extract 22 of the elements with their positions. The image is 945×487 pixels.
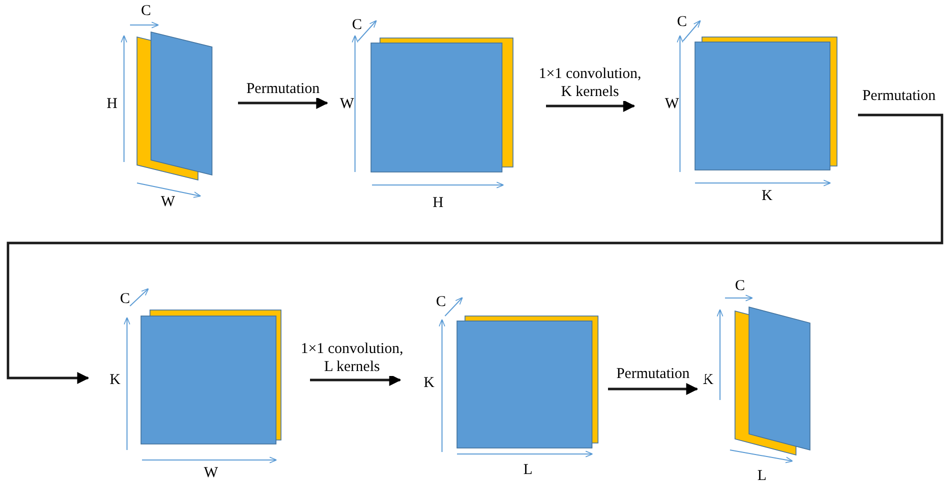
axis-label: W [340, 96, 354, 112]
axis-label: C [677, 14, 687, 30]
axis-label: W [160, 194, 176, 210]
axis-label: H [106, 96, 118, 112]
arrow [238, 97, 328, 109]
axis-label: C [436, 294, 446, 310]
axis-label: W [204, 465, 218, 481]
axis-label: L [757, 468, 767, 484]
axis-label: C [352, 17, 362, 33]
axis-label: C [141, 3, 151, 19]
axis-label: W [664, 96, 680, 112]
arrow [310, 374, 402, 386]
arrow [546, 100, 636, 112]
arrow [608, 383, 698, 395]
axis-label: L [523, 462, 533, 478]
axis-label: C [120, 291, 130, 307]
axis-label: K [762, 188, 772, 204]
axis-label: C [735, 278, 745, 294]
axis-label: K [424, 375, 434, 391]
arrow [6, 114, 944, 384]
axis-label: H [432, 195, 444, 211]
axis-label: K [110, 372, 120, 388]
